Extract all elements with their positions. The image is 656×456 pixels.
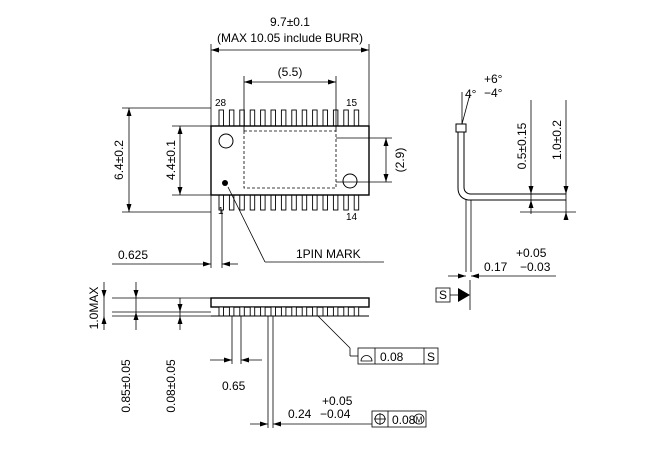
dim-length: 9.7±0.1 [270, 15, 310, 29]
side-lead [270, 306, 276, 317]
dim-body-height: 0.85±0.05 [119, 359, 133, 413]
position-value: 0.08 [392, 413, 416, 427]
bottom-pin [312, 194, 318, 211]
side-lead [260, 306, 266, 317]
dim-total-width: 6.4±0.2 [112, 140, 126, 180]
top-pin [353, 109, 360, 127]
bottom-pin [353, 194, 360, 211]
side-lead [312, 306, 318, 317]
dim-thickness-plus: +0.05 [516, 246, 547, 260]
bottom-pin [343, 194, 349, 211]
pin-number-28: 28 [215, 98, 227, 109]
top-pin [280, 109, 287, 127]
mmc-icon [413, 413, 425, 425]
flatness-tolerance-frame [357, 347, 439, 365]
flatness-value: 0.08 [380, 350, 404, 364]
dim-body-width: 4.4±0.1 [164, 140, 178, 180]
side-lead-row [218, 306, 360, 317]
side-lead [239, 306, 245, 317]
flatness-datum: S [427, 350, 435, 364]
dim-lead-height: 1.0±0.2 [550, 120, 564, 160]
pin-number-14: 14 [346, 212, 358, 223]
bottom-pin [280, 194, 287, 211]
pin1-mark-label: 1PIN MARK [296, 247, 361, 261]
bottom-pin [291, 194, 297, 211]
dim-length-note: (MAX 10.05 include BURR) [217, 31, 363, 45]
dim-pad-width: (5.5) [278, 65, 303, 79]
side-lead [322, 306, 328, 317]
package-body [210, 125, 370, 196]
top-pin [260, 109, 266, 127]
pin1-mark-dot [222, 180, 228, 186]
angle-minus: −4° [484, 86, 503, 100]
angle-main: 4° [465, 87, 477, 101]
top-view: 28 15 1 14 9.7±0.1 (MAX 10.05 include BU… [112, 15, 407, 268]
side-lead [228, 306, 235, 317]
bottom-pin [332, 194, 339, 211]
datum-triangle [458, 288, 470, 302]
side-lead [280, 306, 287, 317]
lead-profile-outer [457, 132, 566, 201]
flatness-icon [360, 355, 373, 362]
bottom-pin [239, 194, 245, 211]
top-pin [218, 109, 224, 127]
top-pin [301, 109, 308, 127]
dim-pitch: 0.65 [222, 379, 246, 393]
top-pin [249, 109, 256, 127]
mold-mark-circle [218, 133, 234, 149]
bottom-pin [322, 194, 328, 211]
top-pin [228, 109, 235, 127]
side-lead [291, 306, 297, 317]
side-lead [301, 306, 308, 317]
top-pin-row [218, 109, 360, 127]
side-lead [343, 306, 349, 317]
position-tolerance-frame [371, 410, 427, 428]
lead-detail-view: 4° +6° −4° 0.5±0.15 1.0±0.2 +0.05 0.17 −… [435, 72, 576, 310]
dim-lead-width-minus: −0.04 [320, 407, 351, 421]
dim-end-offset: 0.625 [118, 248, 148, 262]
top-pin [270, 109, 276, 127]
side-lead [353, 306, 360, 317]
dim-lead-width-plus: +0.05 [322, 394, 353, 408]
top-pin [343, 109, 349, 127]
dim-lead-width: 0.24 [288, 407, 312, 421]
bottom-pin-row [218, 194, 360, 211]
side-lead [218, 306, 224, 317]
side-view: 1.0MAX 0.85±0.05 0.08±0.05 0.65 +0.05 0.… [87, 282, 439, 428]
dim-thickness-minus: −0.03 [520, 260, 551, 274]
exposed-pad-outline [243, 130, 337, 189]
side-lead [249, 306, 256, 317]
mmc-letter: M [416, 416, 423, 425]
pin-number-1: 1 [218, 206, 224, 217]
bottom-pin [270, 194, 276, 211]
dim-foot-length: 0.5±0.15 [515, 122, 529, 169]
side-body [210, 297, 370, 308]
top-pin [312, 109, 318, 127]
mold-mark-circle [342, 173, 358, 189]
bottom-pin [260, 194, 266, 211]
dim-max-height: 1.0MAX [87, 287, 101, 330]
dim-thickness: 0.17 [484, 260, 508, 274]
top-pin [291, 109, 297, 127]
angle-plus: +6° [484, 72, 503, 86]
dim-standoff: 0.08±0.05 [164, 359, 178, 413]
dim-pad-height: (2.9) [393, 148, 407, 173]
datum-label: S [439, 288, 447, 302]
top-pin [322, 109, 328, 127]
pin-number-15: 15 [346, 98, 358, 109]
side-lead [332, 306, 339, 317]
bottom-pin [301, 194, 308, 211]
lead-profile-inner [463, 132, 566, 195]
bottom-pin [249, 194, 256, 211]
